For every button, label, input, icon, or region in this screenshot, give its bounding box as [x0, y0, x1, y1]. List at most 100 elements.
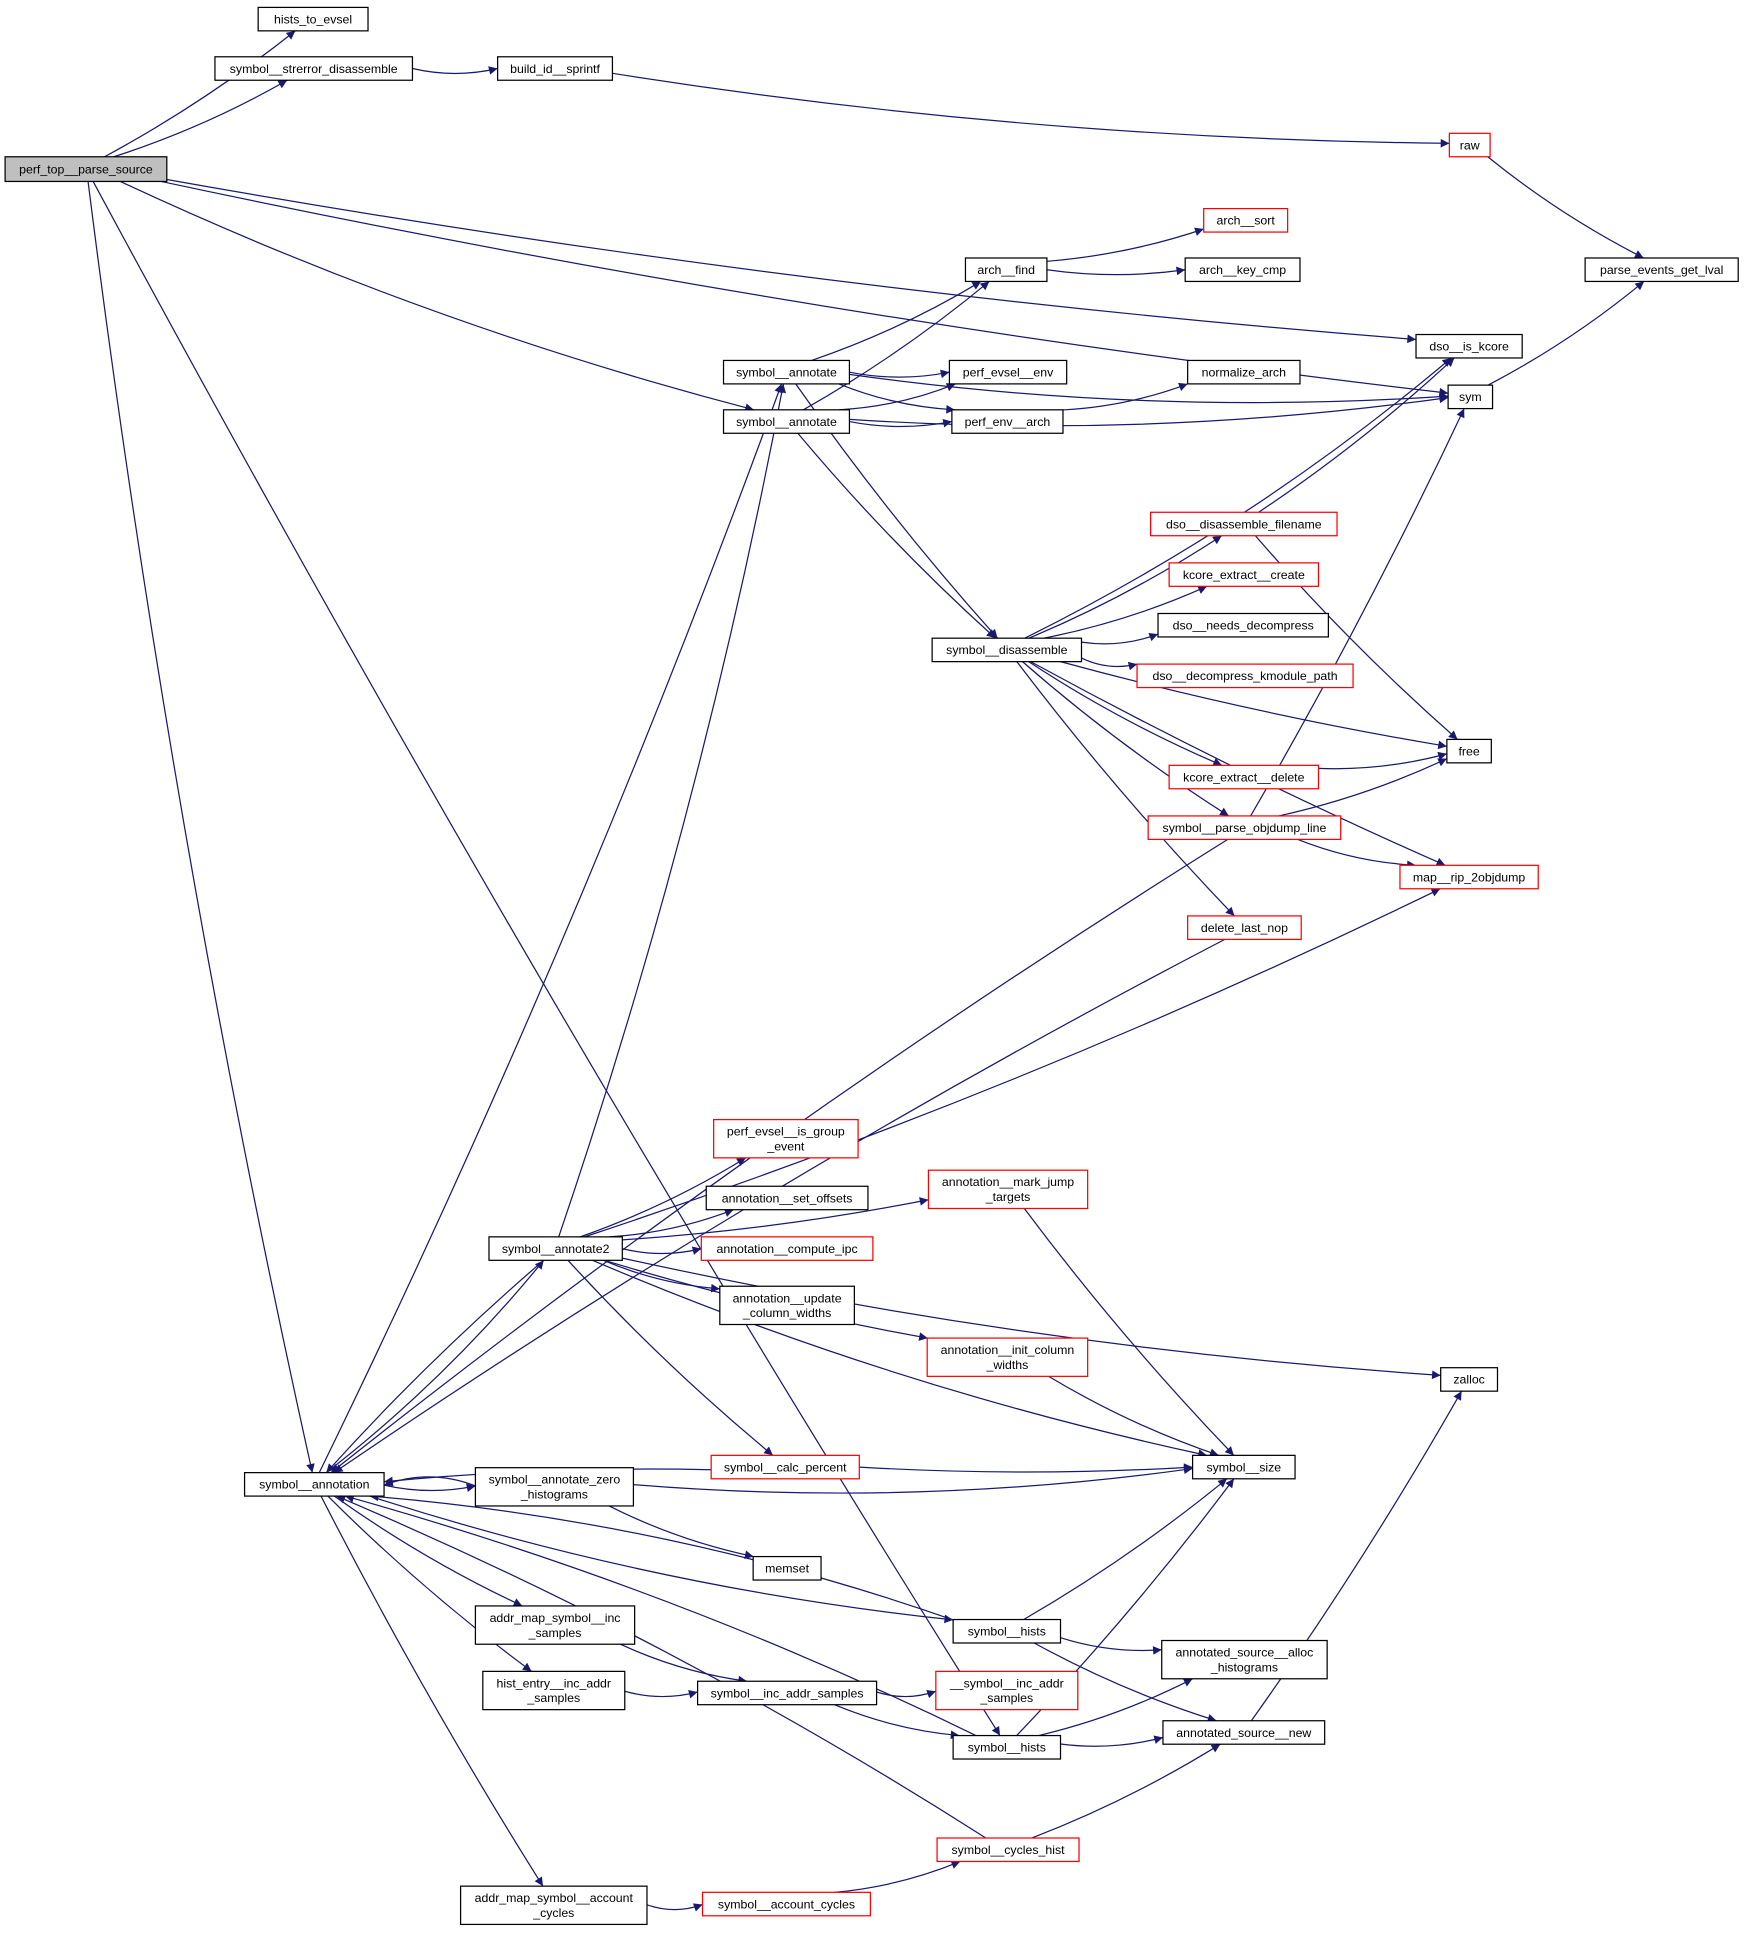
node-box[interactable]: [713, 1118, 859, 1159]
node-box[interactable]: [927, 1169, 1089, 1210]
node-annotated-source-new[interactable]: annotated_source__new: [1162, 1720, 1326, 1745]
node-box[interactable]: [700, 1236, 874, 1261]
node-map-rip-2objdump[interactable]: map__rip_2objdump: [1399, 864, 1539, 890]
node-arch-key-cmp[interactable]: arch__key_cmp: [1184, 257, 1301, 283]
node-box[interactable]: [964, 257, 1048, 283]
node-annotation-init-column-widths[interactable]: annotation__init_column_widths: [926, 1337, 1089, 1377]
node-box[interactable]: [1440, 1367, 1499, 1392]
node-symbol-inc-addr-samples[interactable]: symbol__inc_addr_samples: [696, 1680, 878, 1706]
node-box[interactable]: [952, 1618, 1062, 1644]
node-arch-find[interactable]: arch__find: [964, 257, 1048, 283]
node-box[interactable]: [931, 637, 1083, 663]
node-box[interactable]: [214, 56, 414, 81]
node-box[interactable]: [951, 409, 1064, 434]
node-box[interactable]: [705, 1185, 869, 1211]
node-box[interactable]: [722, 359, 851, 385]
node-box[interactable]: [1147, 815, 1342, 841]
node-build-id-sprintf[interactable]: build_id__sprintf: [497, 56, 614, 81]
node-raw[interactable]: raw: [1448, 132, 1491, 158]
node-box[interactable]: [752, 1555, 822, 1581]
node-symbol-disassemble[interactable]: symbol__disassemble: [931, 637, 1083, 663]
node-box[interactable]: [935, 1670, 1079, 1711]
node-symbol-size[interactable]: symbol__size: [1191, 1454, 1296, 1480]
node-memset[interactable]: memset: [752, 1555, 822, 1581]
node-symbol-hists-2[interactable]: symbol__hists: [952, 1734, 1062, 1760]
node-box[interactable]: [1150, 511, 1338, 537]
node-symbol-annotate-2[interactable]: symbol__annotate: [722, 409, 851, 434]
node-annotation-update-column-widths[interactable]: annotation__update_column_widths: [719, 1285, 855, 1326]
node-box[interactable]: [1447, 384, 1494, 410]
node-box[interactable]: [482, 1670, 626, 1711]
node-perf-top-parse-source[interactable]: perf_top__parse_source: [4, 156, 168, 183]
node-annotation-compute-ipc[interactable]: annotation__compute_ipc: [700, 1236, 874, 1261]
node-symbol-hists-1[interactable]: symbol__hists: [952, 1618, 1062, 1644]
node-box[interactable]: [701, 1891, 872, 1917]
node-symbol-account-cycles[interactable]: symbol__account_cycles: [701, 1891, 872, 1917]
node-kcore-extract-create[interactable]: kcore_extract__create: [1168, 562, 1320, 587]
node-zalloc[interactable]: zalloc: [1440, 1367, 1499, 1392]
node-box[interactable]: [722, 409, 851, 434]
node-box[interactable]: [1168, 764, 1320, 790]
node-box[interactable]: [1203, 207, 1289, 233]
node-kcore-extract-delete[interactable]: kcore_extract__delete: [1168, 764, 1320, 790]
node-box[interactable]: [1415, 333, 1523, 359]
node-box[interactable]: [1157, 612, 1329, 638]
node-box[interactable]: [1187, 915, 1302, 940]
node-symbol-strerror-disassemble[interactable]: symbol__strerror_disassemble: [214, 56, 414, 81]
node-box[interactable]: [1399, 864, 1539, 890]
node-dso-is-kcore[interactable]: dso__is_kcore: [1415, 333, 1523, 359]
node-box[interactable]: [1162, 1720, 1326, 1745]
node-symbol-annotate2[interactable]: symbol__annotate2: [488, 1236, 623, 1261]
node-box[interactable]: [4, 156, 168, 183]
node-perf-evsel-is-group-event[interactable]: perf_evsel__is_group_event: [713, 1118, 859, 1159]
node-box[interactable]: [1191, 1454, 1296, 1480]
node-symbol-annotation[interactable]: symbol__annotation: [243, 1472, 385, 1497]
node-delete-last-nop[interactable]: delete_last_nop: [1187, 915, 1302, 940]
node-symbol-annotate-1[interactable]: symbol__annotate: [722, 359, 851, 385]
node-box[interactable]: [719, 1285, 855, 1326]
node-box[interactable]: [936, 1837, 1080, 1863]
node-box[interactable]: [952, 1734, 1062, 1760]
node-symbol-parse-objdump-line[interactable]: symbol__parse_objdump_line: [1147, 815, 1342, 841]
node-box[interactable]: [474, 1605, 636, 1645]
node-annotation-set-offsets[interactable]: annotation__set_offsets: [705, 1185, 869, 1211]
node-normalize-arch[interactable]: normalize_arch: [1187, 359, 1301, 385]
node-box[interactable]: [474, 1467, 635, 1507]
node-box[interactable]: [1448, 132, 1491, 158]
node-dso-disassemble-filename[interactable]: dso__disassemble_filename: [1150, 511, 1338, 537]
node-box[interactable]: [948, 359, 1068, 385]
node-box[interactable]: [497, 56, 614, 81]
node-perf-evsel-env[interactable]: perf_evsel__env: [948, 359, 1068, 385]
node-box[interactable]: [1184, 257, 1301, 283]
node-annotated-source-alloc-histograms[interactable]: annotated_source__alloc_histograms: [1161, 1639, 1328, 1680]
node-box[interactable]: [257, 6, 369, 32]
node-symbol-annotate-zero-histograms[interactable]: symbol__annotate_zero_histograms: [474, 1467, 635, 1507]
node-hist-entry-inc-addr-samples[interactable]: hist_entry__inc_addr_samples: [482, 1670, 626, 1711]
node-parse-events-get-lval[interactable]: parse_events_get_lval: [1584, 257, 1739, 283]
node-box[interactable]: [926, 1337, 1089, 1377]
node-addr-map-symbol-account-cycles[interactable]: addr_map_symbol__account_cycles: [459, 1885, 648, 1926]
node-sym[interactable]: sym: [1447, 384, 1494, 410]
node-box[interactable]: [1136, 663, 1354, 689]
node-dso-decompress-kmodule-path[interactable]: dso__decompress_kmodule_path: [1136, 663, 1354, 689]
node-perf-env-arch[interactable]: perf_env__arch: [951, 409, 1064, 434]
node-box[interactable]: [1584, 257, 1739, 283]
node-dso-needs-decompress[interactable]: dso__needs_decompress: [1157, 612, 1329, 638]
node-symbol-inc-addr-samples-internal[interactable]: __symbol__inc_addr_samples: [935, 1670, 1079, 1711]
node-box[interactable]: [710, 1454, 860, 1480]
node-box[interactable]: [459, 1885, 648, 1926]
node-box[interactable]: [243, 1472, 385, 1497]
node-annotation-mark-jump-targets[interactable]: annotation__mark_jump_targets: [927, 1169, 1089, 1210]
node-symbol-cycles-hist[interactable]: symbol__cycles_hist: [936, 1837, 1080, 1863]
node-box[interactable]: [488, 1236, 623, 1261]
node-addr-map-symbol-inc-samples[interactable]: addr_map_symbol__inc_samples: [474, 1605, 636, 1645]
node-box[interactable]: [1168, 562, 1320, 587]
node-box[interactable]: [696, 1680, 878, 1706]
node-arch-sort[interactable]: arch__sort: [1203, 207, 1289, 233]
node-hists-to-evsel[interactable]: hists_to_evsel: [257, 6, 369, 32]
node-symbol-calc-percent[interactable]: symbol__calc_percent: [710, 1454, 860, 1480]
node-box[interactable]: [1446, 738, 1492, 764]
node-free[interactable]: free: [1446, 738, 1492, 764]
node-box[interactable]: [1187, 359, 1301, 385]
node-box[interactable]: [1161, 1639, 1328, 1680]
